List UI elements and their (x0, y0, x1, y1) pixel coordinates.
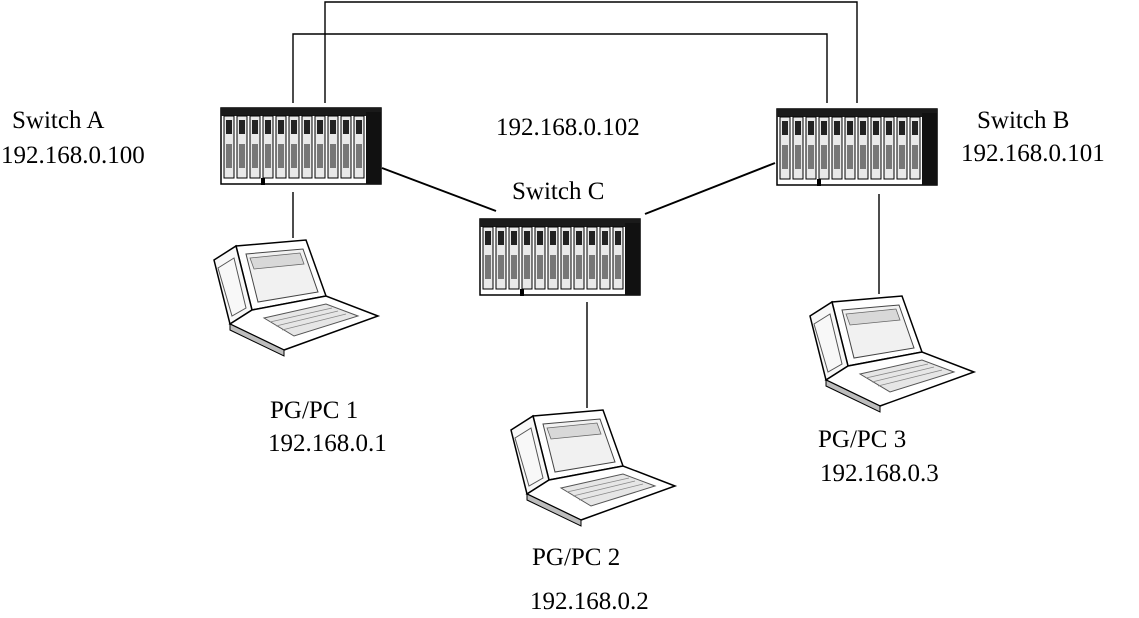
laptop-icon (809, 295, 975, 413)
pc1-name: PG/PC 1 (270, 397, 359, 424)
ring-cable-outer (324, 1, 858, 103)
pc2-name: PG/PC 2 (532, 544, 621, 571)
ring-cable-inner (292, 33, 828, 103)
switch-b-ip: 192.168.0.101 (961, 140, 1105, 167)
switch-c-name: Switch C (512, 178, 605, 205)
switch-a-name: Switch A (12, 107, 105, 134)
pc3-ip: 192.168.0.3 (820, 460, 939, 487)
pc1-ip: 192.168.0.1 (268, 430, 387, 457)
switch-a-ip: 192.168.0.100 (1, 142, 145, 169)
link-switch-b-switch-c (644, 162, 776, 215)
pc2-ip: 192.168.0.2 (530, 588, 649, 615)
switch-c-ip: 192.168.0.102 (496, 114, 640, 141)
network-switch-icon (776, 108, 938, 187)
laptop-icon (510, 409, 676, 527)
laptop-icon (213, 239, 379, 357)
network-switch-icon (479, 218, 641, 297)
pc3-name: PG/PC 3 (818, 426, 907, 453)
network-switch-icon (220, 107, 382, 186)
link-switch-a-switch-c (381, 167, 497, 212)
switch-b-name: Switch B (977, 107, 1070, 134)
